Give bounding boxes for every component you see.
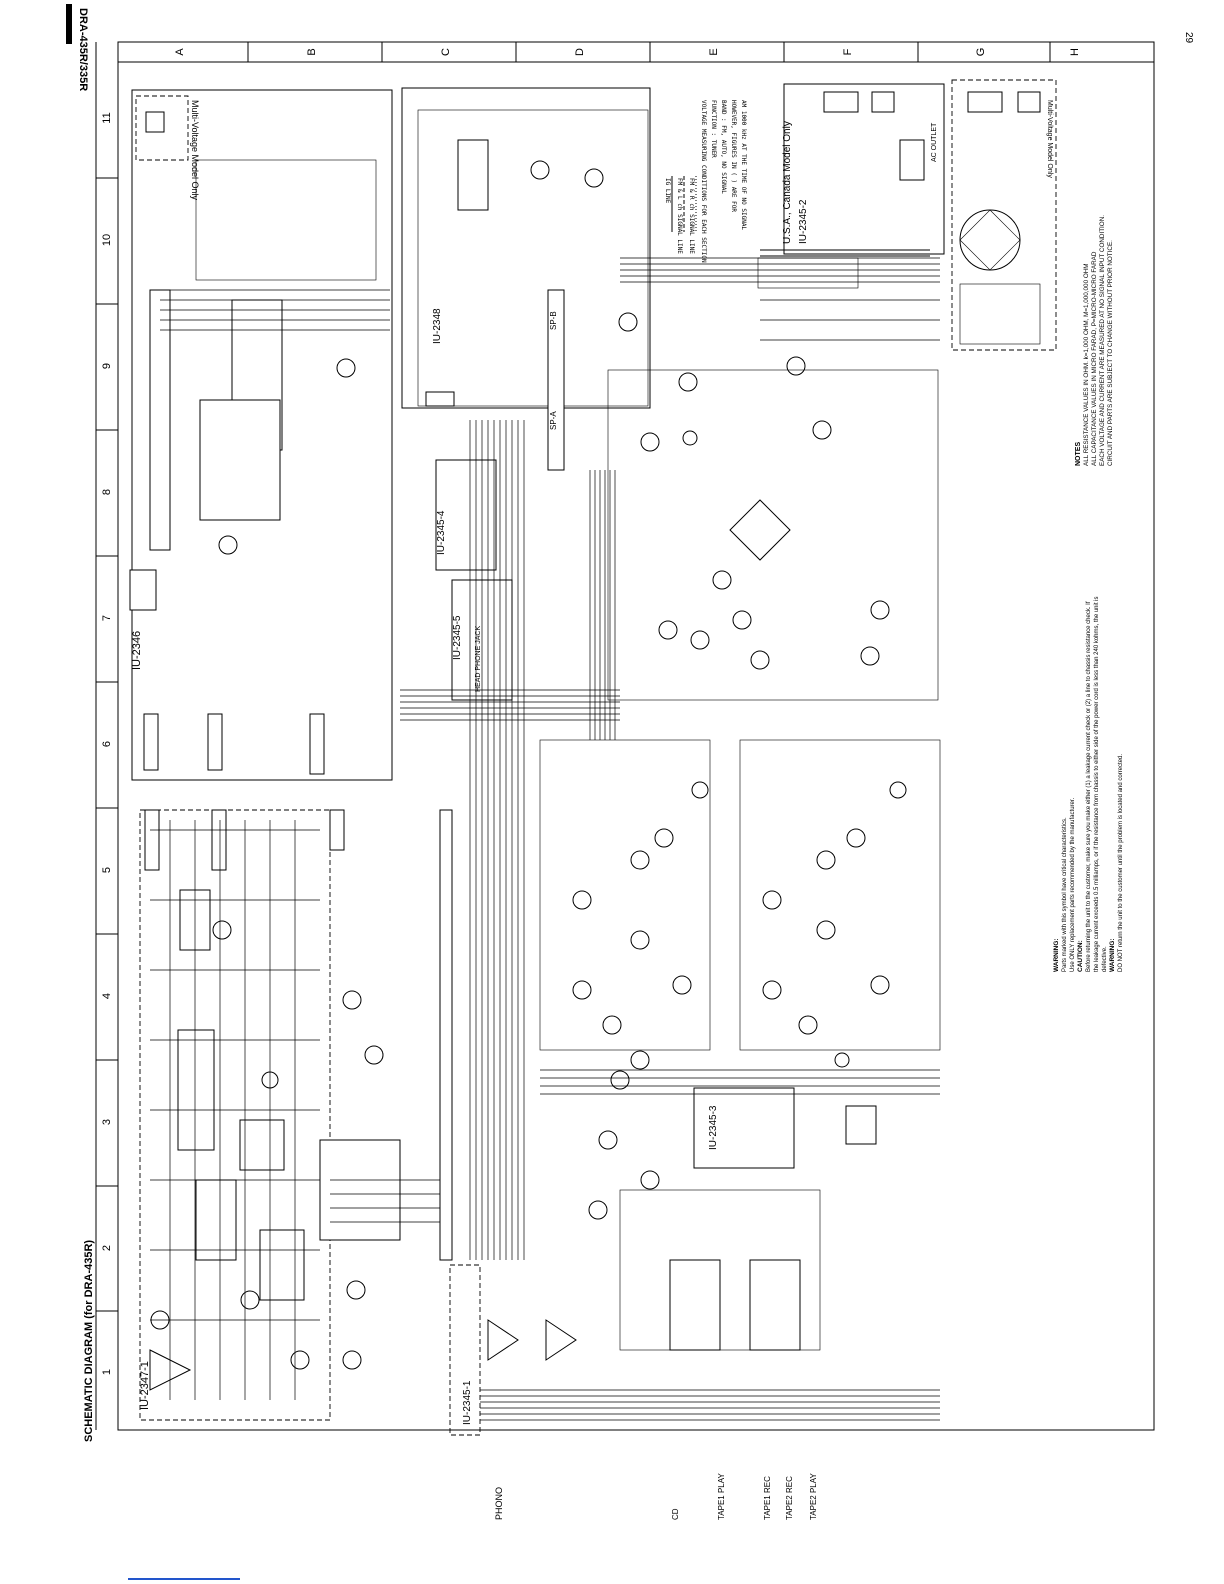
grid-row-2: 2	[101, 1245, 113, 1251]
input-label-tape1-play: TAPE1 PLAY	[717, 1473, 726, 1521]
preamp-section: IU-2345-1	[319, 809, 481, 1436]
grid-row-5: 5	[101, 867, 113, 873]
legend-line-6: BAND : FM, AUTO, NO SIGNAL	[720, 100, 727, 194]
board-iu-2345-4: IU-2345-4	[435, 459, 497, 571]
caution-line-1: Before returning the unit to the custome…	[1086, 601, 1092, 972]
warning-line-2: Use ONLY replacement parts recommended b…	[1070, 797, 1076, 972]
grid-row-3: 3	[101, 1119, 113, 1125]
board-label-iu-2346: IU-2346	[131, 631, 143, 670]
notes-heading: NOTES	[1075, 442, 1082, 466]
input-label-tape1-rec: TAPE1 REC	[763, 1476, 772, 1520]
diagram-title: SCHEMATIC DIAGRAM (for DRA-435R)	[83, 1240, 95, 1442]
legend-line-5: FUNCTION : TUNER	[710, 100, 717, 158]
grid-column-ticks	[247, 42, 1051, 62]
grid-row-1: 1	[101, 1369, 113, 1375]
grid-col-a: A	[174, 48, 186, 56]
label-multi-voltage-left: Multi-Voltage Model Only	[190, 100, 200, 201]
multi-voltage-box-right: Multi-Voltage Model Only	[951, 79, 1057, 351]
board-label-iu-2345-1: IU-2345-1	[462, 1380, 473, 1425]
phono-eq-section: PHONO	[487, 1319, 577, 1520]
grid-row-11: 11	[101, 112, 113, 123]
warning-heading: WARNING:	[1053, 938, 1060, 972]
warning-block: WARNING: Parts marked with this symbol h…	[1053, 596, 1124, 972]
caution-heading: CAUTION:	[1077, 940, 1084, 972]
caution-line-2: the leakage current exceeds 0.5 milliamp…	[1094, 596, 1100, 972]
grid-col-g: G	[975, 48, 987, 57]
multi-voltage-box-left: Multi-Voltage Model Only	[135, 95, 200, 201]
warning2-heading: WARNING:	[1109, 938, 1116, 972]
notes-block: NOTES ALL RESISTANCE VALUES IN OHM. k=1,…	[1075, 215, 1114, 466]
board-iu-2347-1: IU-2347-1	[139, 809, 331, 1421]
legend-line-2: FM & L ch SIGNAL LINE	[676, 178, 683, 254]
label-sp-b: SP-B	[549, 311, 558, 330]
label-sp-a: SP-A	[549, 411, 558, 430]
power-amp-left	[539, 739, 711, 1070]
label-ac-outlet: AC OUTLET	[931, 122, 938, 162]
board-label-iu-2345-4: IU-2345-4	[436, 510, 447, 555]
board-iu-2348: IU-2348	[401, 87, 651, 409]
rca-inputs: CD TAPE1 PLAY TAPE1 REC TAPE2 REC TAPE2 …	[671, 1473, 818, 1521]
grid-row-9: 9	[101, 363, 113, 369]
board-label-iu-2348: IU-2348	[432, 308, 443, 344]
diagram-frame	[117, 41, 1155, 1431]
board-label-iu-2345-2: IU-2345-2	[798, 199, 809, 244]
grid-row-labels: 1 2 3 4 5 6 7 8 9 10 11	[101, 112, 113, 1375]
label-usa-canada-only: U.S.A., Canada Model Only	[782, 121, 793, 244]
footer-link-underline	[128, 1578, 240, 1580]
label-head-phone: HEAD PHONE JACK	[475, 626, 482, 692]
tone-ic-section	[588, 1070, 821, 1351]
notes-line-1: ALL RESISTANCE VALUES IN OHM. k=1,000 OH…	[1083, 263, 1090, 466]
grid-row-4: 4	[101, 993, 113, 999]
caution-line-3: defective.	[1102, 946, 1108, 972]
notes-line-3: EACH VOLTAGE AND CURRENT ARE MEASURED AT…	[1099, 215, 1106, 466]
connector-strip-left	[143, 713, 345, 871]
speaker-terminals: SP-B SP-A	[547, 289, 565, 471]
grid-col-b: B	[306, 48, 318, 55]
grid-row-10: 10	[101, 234, 113, 246]
grid-col-d: D	[574, 48, 586, 56]
notes-line-2: ALL CAPACITANCE VALUES IN MICRO FARAD, P…	[1091, 251, 1098, 466]
input-label-phono: PHONO	[494, 1487, 504, 1520]
board-iu-2346: IU-2346	[129, 89, 393, 781]
board-iu-2345-3: IU-2345-3	[693, 1052, 877, 1169]
input-label-cd: CD	[671, 1508, 680, 1520]
grid-row-7: 7	[101, 615, 113, 621]
input-label-tape2-play: TAPE2 PLAY	[809, 1473, 818, 1521]
grid-col-f: F	[842, 48, 854, 55]
legend-line-8: AM 1000 kHz AT THE TIME OF NO SIGNAL	[740, 100, 747, 230]
bus-wiring	[150, 257, 940, 1421]
grid-col-e: E	[708, 48, 720, 55]
grid-row-8: 8	[101, 489, 113, 495]
legend-line-4: VOLTAGE MEASURING CONDITIONS FOR EACH SE…	[700, 100, 707, 263]
warning-line-1: Parts marked with this symbol have criti…	[1062, 817, 1068, 972]
grid-row-6: 6	[101, 741, 113, 747]
board-label-iu-2345-5: IU-2345-5	[452, 615, 463, 660]
model-title: DRA-435R/335R	[77, 8, 89, 91]
grid-row-ticks	[96, 177, 118, 1312]
signal-legend: IG LINE FM & L ch SIGNAL LINE FM & R ch …	[664, 100, 747, 263]
label-multi-voltage-right: Multi-Voltage Model Only	[1046, 100, 1053, 178]
legend-line-3: FM & R ch SIGNAL LINE	[688, 178, 695, 254]
power-amp-right	[739, 739, 941, 1051]
grid-column-labels: A B C D E F G H	[174, 48, 1081, 57]
input-label-tape2-rec: TAPE2 REC	[785, 1476, 794, 1520]
notes-line-4: CIRCUIT AND PARTS ARE SUBJECT TO CHANGE …	[1107, 240, 1114, 466]
legend-line-7: HOWEVER, FIGURES IN ( ) ARE FOR	[730, 100, 737, 212]
board-label-iu-2347-1: IU-2347-1	[139, 1361, 151, 1410]
title-bar-mark	[66, 4, 72, 44]
warning2-line-1: DO NOT return the unit to the customer u…	[1118, 754, 1124, 972]
grid-col-c: C	[440, 48, 452, 56]
page-number: 29	[1183, 32, 1194, 44]
board-iu-2345-2: U.S.A., Canada Model Only IU-2345-2 AC O…	[782, 83, 945, 255]
legend-line-1: IG LINE	[664, 178, 671, 204]
board-label-iu-2345-3: IU-2345-3	[708, 1105, 719, 1150]
protection-section	[607, 312, 939, 701]
grid-col-h: H	[1069, 48, 1081, 56]
